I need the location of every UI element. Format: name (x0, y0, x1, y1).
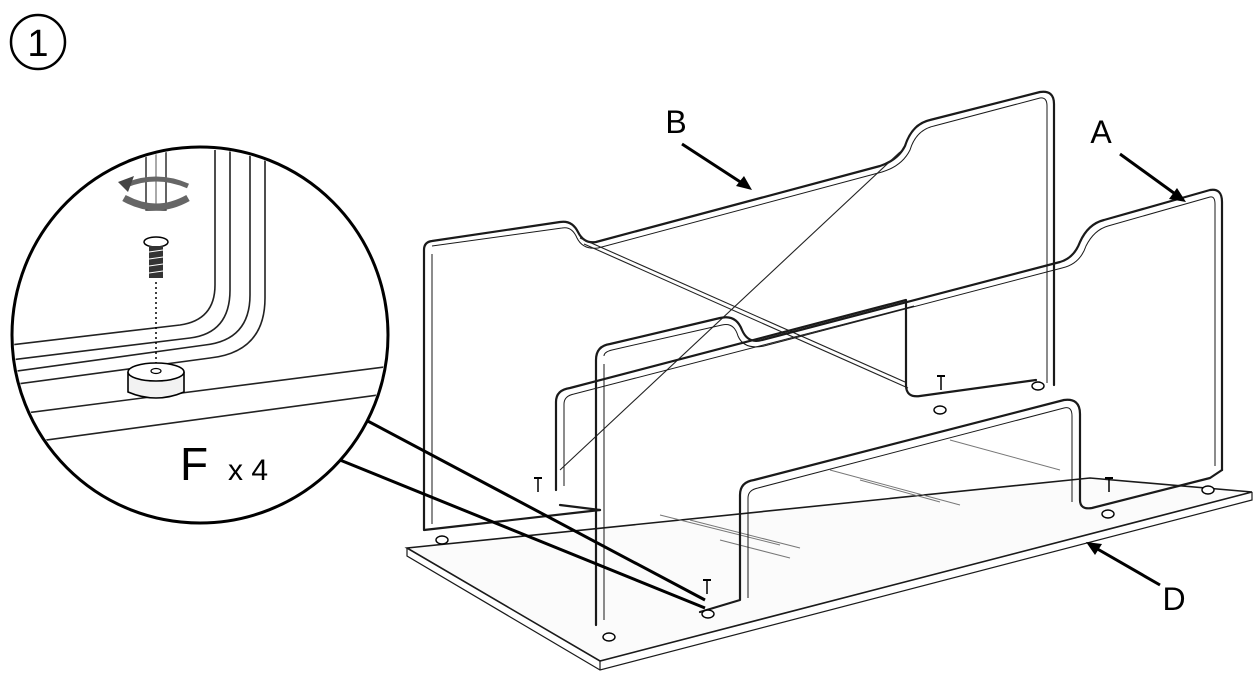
frame-a (554, 188, 1224, 627)
label-b: B (665, 104, 752, 190)
label-a: A (1090, 114, 1186, 202)
rotate-arrow-icon (118, 176, 190, 211)
fastener-letter: F (180, 438, 208, 490)
step-circle-icon (9, 13, 67, 71)
part-label-b: B (665, 104, 686, 140)
step-number: 1 (27, 23, 48, 65)
fastener-quantity: x 4 (228, 454, 268, 487)
part-label-d: D (1162, 581, 1185, 617)
screw-icon (143, 236, 169, 278)
part-label-a: A (1090, 114, 1112, 150)
leveling-feet (435, 381, 1215, 642)
screw-icon (1105, 477, 1113, 492)
callout-pointer (334, 416, 706, 610)
screw-marks (534, 375, 1113, 594)
label-d: D (1086, 542, 1186, 617)
screw-icon (703, 579, 711, 594)
detail-magnifier: F x 4 (10, 145, 390, 525)
step-badge: 1 (9, 13, 67, 71)
screw-icon (937, 375, 945, 390)
foot-pad (127, 362, 185, 399)
screw-icon (534, 477, 542, 492)
frame-b (422, 90, 1056, 532)
glass-top-d (404, 439, 1253, 671)
